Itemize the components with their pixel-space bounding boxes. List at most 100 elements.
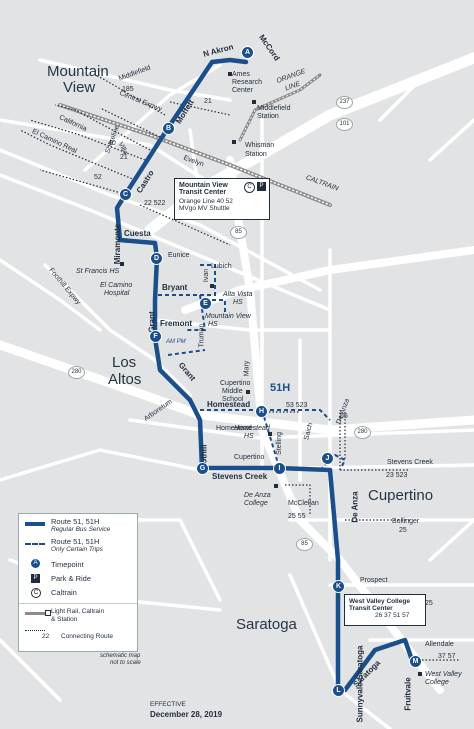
city-mountain-view-2: View bbox=[63, 79, 96, 96]
route-37-57: 37 57 bbox=[438, 653, 456, 660]
legend-connecting-num: 22 bbox=[42, 633, 50, 640]
street-cuesta: Cuesta bbox=[124, 229, 151, 238]
route-21-b: 21 bbox=[120, 154, 128, 161]
route-51h-label: 51H bbox=[270, 382, 291, 394]
legend-route-swatch bbox=[25, 522, 45, 526]
legend-light-rail: Light Rail, Caltrain bbox=[51, 608, 105, 615]
legend-station-icon bbox=[45, 610, 51, 616]
shield-85-a: 85 bbox=[230, 226, 247, 239]
timepoint-l: L bbox=[332, 684, 345, 697]
wvc-transit-center-routes: 26 37 51 57 bbox=[375, 612, 410, 619]
timepoint-c: C bbox=[119, 188, 132, 201]
place-alta-vista-2: HS bbox=[233, 299, 243, 306]
street-homestead-1: Homestead bbox=[207, 400, 251, 409]
effective-date: December 28, 2019 bbox=[150, 710, 223, 719]
legend-caltrain: Caltrain bbox=[51, 588, 77, 597]
street-lubich: Lubich bbox=[211, 263, 232, 270]
place-homestead-hs-1: Homestead bbox=[234, 425, 270, 432]
legend-rail-swatch bbox=[25, 612, 45, 615]
place-middlefield-station-2: Station bbox=[257, 113, 279, 120]
place-mv-hs-2: HS bbox=[208, 321, 218, 328]
place-middlefield-station-1: Middlefield bbox=[257, 105, 291, 112]
street-fremont: Fremont bbox=[160, 319, 192, 328]
shield-85-b: 85 bbox=[296, 538, 313, 551]
city-cupertino: Cupertino bbox=[368, 487, 434, 504]
place-mv-hs-1: Mountain View bbox=[205, 313, 251, 320]
place-wvc-2: College bbox=[425, 679, 449, 686]
route-40: 40 bbox=[108, 140, 116, 147]
place-whisman-1: Whisman bbox=[245, 142, 275, 149]
place-st-francis: St Francis HS bbox=[76, 268, 120, 275]
street-prospect: Prospect bbox=[360, 577, 388, 584]
place-de-anza-college-1: De Anza bbox=[244, 492, 271, 499]
legend-park-ride: Park & Ride bbox=[51, 574, 92, 583]
legend: Route 51, 51H Regular Bus Service Route … bbox=[18, 513, 138, 652]
legend-certain-desc: Only Certain Trips bbox=[51, 546, 103, 553]
city-los-altos-1: Los bbox=[112, 354, 137, 371]
wvc-transit-center-title-1: West Valley College bbox=[349, 598, 410, 605]
street-homestead-2: Homestead bbox=[216, 425, 252, 432]
timepoint-f: F bbox=[149, 330, 162, 343]
street-truman: Truman bbox=[198, 323, 206, 348]
timepoint-b: B bbox=[162, 122, 175, 135]
legend-certain-name: Route 51, 51H bbox=[51, 537, 100, 546]
timepoint-j: J bbox=[321, 452, 334, 465]
route-23-523: 23 523 bbox=[386, 472, 408, 479]
place-cupertino-ms-3: School bbox=[222, 396, 244, 403]
street-fruitvale: Fruitvale bbox=[403, 677, 413, 711]
mv-transit-center-title-1: Mountain View bbox=[179, 182, 228, 189]
city-saratoga: Saratoga bbox=[236, 616, 297, 633]
am-pm-label: AM PM bbox=[166, 339, 186, 345]
place-ames-2: Research bbox=[232, 79, 262, 86]
street-eunice: Eunice bbox=[168, 252, 190, 259]
timepoint-i: I bbox=[273, 462, 286, 475]
place-alta-vista-1: Alta Vista bbox=[223, 291, 253, 298]
place-wvc-1: West Valley bbox=[425, 671, 462, 678]
timepoint-h: H bbox=[255, 405, 268, 418]
legend-timepoint-icon: A bbox=[31, 559, 40, 568]
place-de-anza-college-2: College bbox=[244, 500, 268, 507]
place-ames-3: Center bbox=[232, 87, 254, 94]
city-mountain-view-1: Mountain bbox=[47, 63, 109, 80]
legend-certain-swatch bbox=[25, 543, 45, 545]
place-el-camino-hospital-1: El Camino bbox=[100, 282, 133, 289]
street-stevens-creek-1: Stevens Creek bbox=[212, 472, 268, 481]
caltrain-line bbox=[58, 73, 332, 207]
place-homestead-hs-2: HS bbox=[244, 433, 254, 440]
place-cupertino-ms-2: Middle bbox=[222, 388, 243, 395]
street-ivan: Ivan bbox=[203, 268, 211, 283]
route-22-522: 22 522 bbox=[144, 200, 166, 207]
timepoint-e: E bbox=[199, 297, 212, 310]
route-25-55: 25 55 bbox=[288, 513, 306, 520]
place-cupertino-ms-1: Cupertino bbox=[220, 380, 251, 387]
mv-transit-center-box: Mountain View Transit Center Orange Line… bbox=[174, 178, 270, 220]
timepoint-g: G bbox=[196, 462, 209, 475]
mv-transit-center-routes: Orange Line 40 52 bbox=[179, 198, 233, 205]
wvc-transit-center-box: West Valley College Transit Center 26 37… bbox=[344, 594, 426, 626]
route-25-b: 25 bbox=[425, 600, 433, 607]
legend-timepoint: Timepoint bbox=[51, 560, 84, 569]
street-bollinger: Bollinger bbox=[392, 518, 420, 525]
street-allendale: Allendale bbox=[425, 641, 454, 648]
street-mcclellan: McClellan bbox=[288, 500, 319, 507]
place-ames-1: Ames bbox=[232, 71, 250, 78]
timepoint-d: D bbox=[150, 252, 163, 265]
shield-280-a: 280 bbox=[68, 366, 85, 379]
legend-connecting: Connecting Route bbox=[61, 633, 114, 640]
route-25-a: 25 bbox=[399, 527, 407, 534]
legend-connecting-swatch bbox=[25, 630, 45, 631]
route-21-a: 21 bbox=[204, 98, 212, 105]
caltrain-icon: C bbox=[244, 182, 255, 193]
route-185: 185 bbox=[122, 86, 134, 93]
street-cupertino: Cupertino bbox=[234, 454, 265, 461]
wvc-transit-center-title-2: Transit Center bbox=[349, 605, 393, 612]
street-bryant: Bryant bbox=[162, 283, 188, 292]
legend-caltrain-icon: C bbox=[31, 588, 41, 598]
shield-280-b: 280 bbox=[354, 426, 371, 439]
timepoint-a: A bbox=[241, 46, 254, 59]
mv-transit-center-title-2: Transit Center bbox=[179, 189, 227, 196]
timepoint-k: K bbox=[332, 580, 345, 593]
legend-divider bbox=[19, 603, 137, 604]
legend-route-name: Route 51, 51H bbox=[51, 517, 100, 526]
shield-101: 101 bbox=[336, 118, 353, 131]
